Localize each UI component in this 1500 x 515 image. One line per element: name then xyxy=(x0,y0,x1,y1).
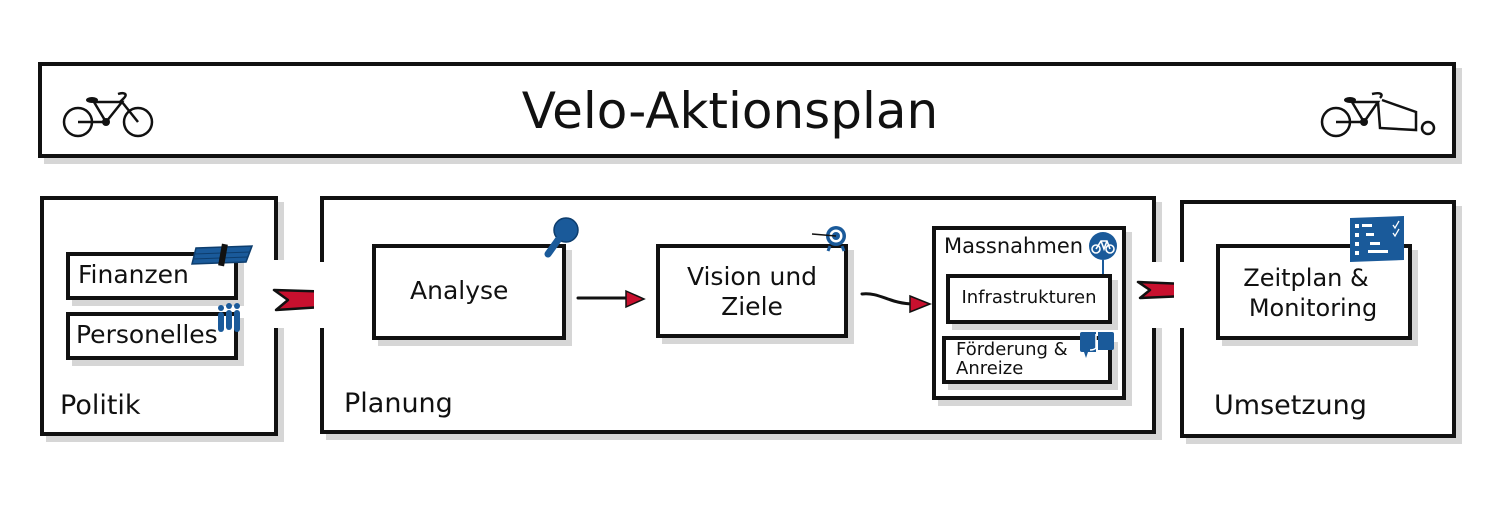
page-title: Velo-Aktionsplan xyxy=(521,82,939,140)
section-planung-label: Planung xyxy=(344,388,453,419)
section-umsetzung-label: Umsetzung xyxy=(1214,390,1367,421)
bicycle-sign-icon xyxy=(1089,232,1117,276)
header-banner xyxy=(38,62,1456,158)
arrow-analyse-to-vision xyxy=(576,289,646,309)
target-icon xyxy=(811,226,846,252)
item-foerderung-label-2: Anreize xyxy=(956,358,1024,379)
item-foerderung-label-1: Förderung & xyxy=(956,339,1068,360)
step-vision-ziele-label-1: Vision und xyxy=(686,262,818,291)
cargo-bike-icon xyxy=(1320,91,1436,138)
bicycle-icon xyxy=(62,91,154,138)
step-zeitplan-label-2: Monitoring xyxy=(1248,294,1378,322)
arrow-vision-to-massnahmen xyxy=(860,292,933,314)
item-finanzen-label: Finanzen xyxy=(78,260,189,289)
step-vision-ziele xyxy=(656,244,848,338)
step-analyse xyxy=(372,244,566,340)
money-stack-icon xyxy=(191,243,254,267)
step-vision-ziele-label-2: Ziele xyxy=(721,292,783,321)
magnifier-icon xyxy=(544,217,579,258)
item-personelles xyxy=(66,312,238,360)
speech-bubbles-icon xyxy=(1080,332,1114,358)
section-politik-label: Politik xyxy=(60,390,141,421)
step-zeitplan-label-1: Zeitplan & xyxy=(1243,264,1369,292)
item-infrastrukturen xyxy=(946,274,1112,324)
people-icon xyxy=(218,303,240,332)
item-personelles-label: Personelles xyxy=(76,320,218,349)
step-analyse-label: Analyse xyxy=(410,276,509,305)
item-infrastrukturen-label: Infrastrukturen xyxy=(961,287,1097,308)
group-massnahmen-label: Massnahmen xyxy=(944,234,1084,258)
checklist-icon xyxy=(1350,216,1404,262)
